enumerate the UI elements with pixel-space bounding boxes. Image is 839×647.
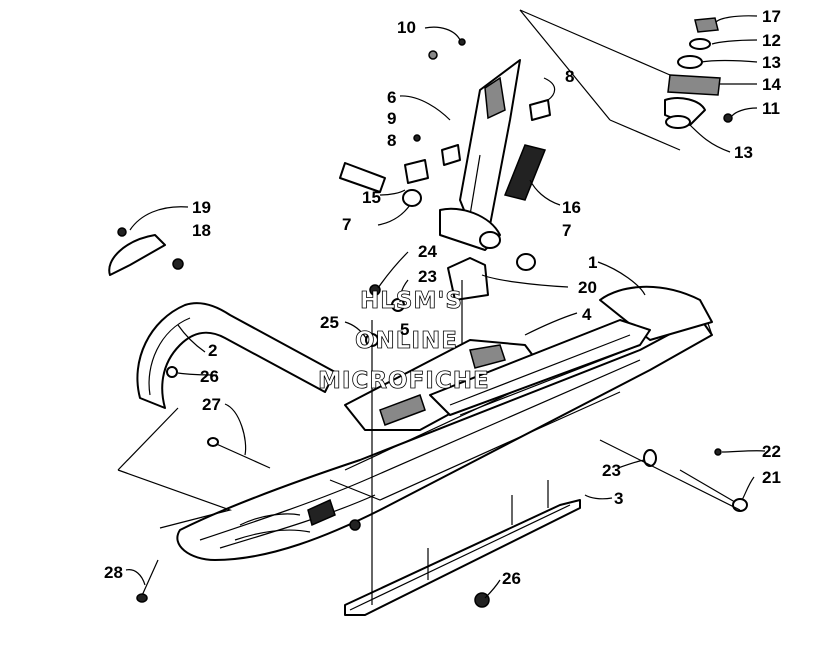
callout-13-lower: 13: [734, 143, 753, 162]
callout-8-top: 8: [565, 67, 574, 86]
callout-11: 11: [762, 99, 780, 118]
ski-handle: [136, 302, 336, 409]
callout-9: 9: [387, 109, 396, 128]
callout-labels: 17 12 13 14 11 13 10 6 9 8 8 15 7 7 16 1…: [104, 7, 781, 588]
assembly-lines: [117, 9, 741, 575]
callout-25: 25: [320, 313, 339, 332]
callout-23-upper: 23: [418, 267, 437, 286]
callout-4: 4: [582, 305, 592, 324]
callout-18: 18: [192, 221, 211, 240]
callout-12: 12: [762, 31, 781, 50]
ski-body: [176, 285, 713, 561]
callout-27: 27: [202, 395, 221, 414]
callout-7-right: 7: [562, 221, 571, 240]
ski-rail: [429, 319, 651, 416]
callout-10: 10: [397, 18, 416, 37]
spindle-post: [439, 59, 521, 251]
callout-17: 17: [762, 7, 781, 26]
watermark-line-1: HLSM'S: [360, 288, 463, 314]
decal-16: [503, 144, 547, 201]
callout-7-left: 7: [342, 215, 351, 234]
leader-lines: [125, 15, 766, 599]
callout-28: 28: [104, 563, 123, 582]
bracket-19: [108, 227, 184, 276]
spindle-plate: [344, 339, 541, 431]
hardware: [136, 17, 748, 608]
callout-14: 14: [762, 75, 781, 94]
callout-26-lower: 26: [502, 569, 521, 588]
callout-20: 20: [578, 278, 597, 297]
callout-23-lower: 23: [602, 461, 621, 480]
watermark: HLSM'S ONLINE MICROFICHE: [318, 288, 490, 395]
callout-8-left: 8: [387, 131, 396, 150]
watermark-line-3: MICROFICHE: [318, 368, 490, 394]
callout-5: 5: [400, 320, 409, 339]
callout-13: 13: [762, 53, 781, 72]
callout-24: 24: [418, 242, 437, 261]
callout-2: 2: [208, 341, 217, 360]
watermark-line-2: ONLINE: [355, 328, 458, 354]
wear-bar: [344, 499, 581, 616]
callout-26-upper: 26: [200, 367, 219, 386]
callout-15: 15: [362, 188, 381, 207]
callout-21: 21: [762, 468, 781, 487]
callout-3: 3: [614, 489, 623, 508]
callout-1: 1: [588, 253, 597, 272]
callout-16: 16: [562, 198, 581, 217]
callout-6: 6: [387, 88, 396, 107]
callout-22: 22: [762, 442, 781, 461]
callout-19: 19: [192, 198, 211, 217]
